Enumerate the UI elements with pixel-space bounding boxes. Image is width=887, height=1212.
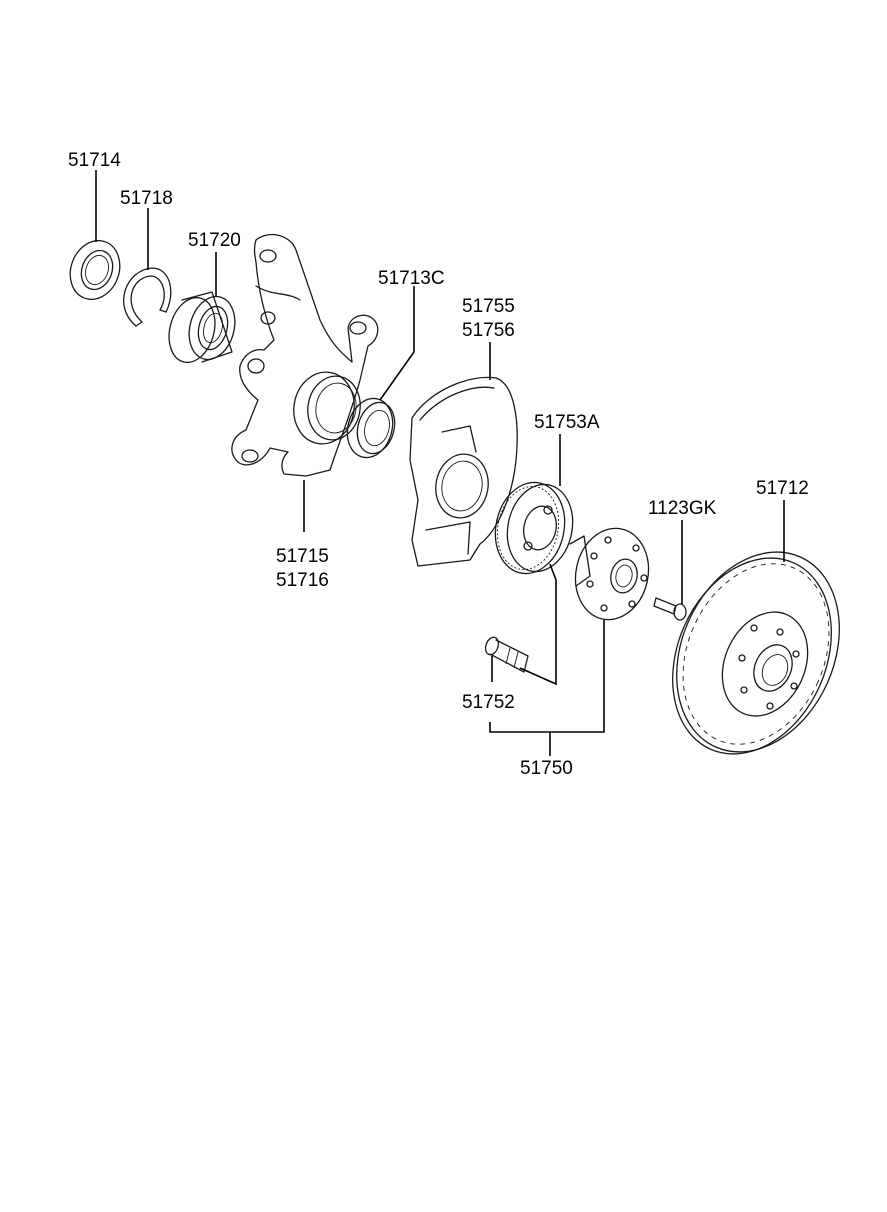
label-51714: 51714 xyxy=(68,150,121,171)
label-51718: 51718 xyxy=(120,188,173,209)
label-51716: 51716 xyxy=(276,570,329,591)
label-51756: 51756 xyxy=(462,320,515,341)
label-51753a: 51753A xyxy=(534,412,600,433)
leader-lines xyxy=(95,170,785,756)
label-1123gk: 1123GK xyxy=(648,498,717,519)
label-51752: 51752 xyxy=(462,692,515,713)
part-labels: 51714 51718 51720 51713C 51755 51756 517… xyxy=(68,150,809,779)
label-51755: 51755 xyxy=(462,296,515,317)
oil-seal[interactable] xyxy=(62,234,128,307)
hub-bolt[interactable] xyxy=(483,635,529,673)
steering-knuckle[interactable] xyxy=(231,233,379,477)
label-51720: 51720 xyxy=(188,230,241,251)
brake-disc-screw[interactable] xyxy=(653,597,687,621)
wheel-hub[interactable] xyxy=(567,522,657,627)
snap-ring[interactable] xyxy=(123,267,172,327)
label-51713c: 51713C xyxy=(378,268,445,289)
brake-disc[interactable] xyxy=(643,526,870,779)
label-51750: 51750 xyxy=(520,758,573,779)
label-51712: 51712 xyxy=(756,478,809,499)
dust-cover[interactable] xyxy=(409,376,518,567)
wheel-bearing[interactable] xyxy=(162,291,241,367)
tone-wheel[interactable] xyxy=(487,476,580,580)
label-51715: 51715 xyxy=(276,546,329,567)
dust-seal[interactable] xyxy=(341,393,400,462)
